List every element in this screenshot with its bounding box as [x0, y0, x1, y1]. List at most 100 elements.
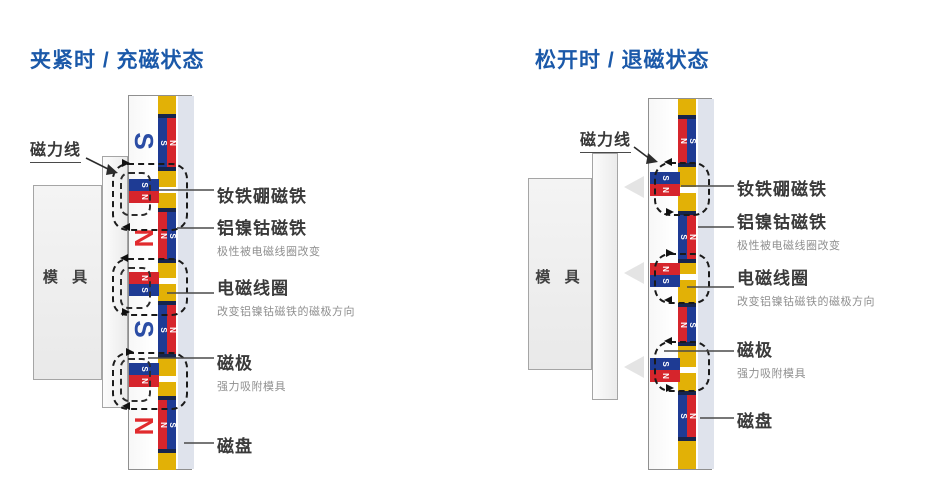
ndfeb-block: S N	[129, 179, 159, 203]
pole-letter: N	[678, 321, 688, 328]
alnico-pair: N S	[158, 208, 177, 263]
callout-title: 钕铁硼磁铁	[217, 187, 307, 206]
field-loop	[112, 163, 188, 231]
callout: 钕铁硼磁铁	[217, 182, 307, 207]
mold-block	[528, 178, 592, 370]
mold-contact-plate	[592, 153, 618, 400]
alnico-pair: N S	[158, 396, 177, 453]
callout-subtitle: 极性被电磁线圈改变	[217, 246, 321, 258]
callout-subtitle: 极性被电磁线圈改变	[737, 240, 841, 252]
ndfeb-half: S	[650, 275, 680, 287]
ndfeb-half: S	[129, 179, 159, 191]
callout: 铝镍钴磁铁 极性被电磁线圈改变	[737, 208, 841, 253]
callout: 磁极 强力吸附模具	[737, 336, 806, 381]
alnico-pair: N S	[678, 303, 697, 346]
alnico-pair: S N	[158, 114, 177, 171]
alnico-bar: N	[158, 396, 168, 453]
ndfeb-half: S	[650, 358, 680, 370]
ndfeb-half: N	[129, 375, 159, 387]
pole-letter: N	[687, 234, 697, 240]
ndfeb-half: N	[129, 191, 159, 203]
coil-segment	[678, 99, 696, 115]
mold-block	[33, 185, 102, 380]
alnico-bar: S	[167, 208, 177, 263]
field-loop-inner	[120, 267, 151, 309]
pole-letter: S	[687, 138, 697, 144]
ndfeb-half: N	[129, 272, 159, 284]
pole-letter: S	[687, 321, 697, 328]
ndfeb-half: N	[650, 184, 680, 196]
field-loop-inner	[120, 172, 151, 216]
chuck-column: S N N S S N N S S N S N S N	[128, 95, 194, 470]
field-loop	[654, 341, 710, 392]
diagram-title: 松开时 / 退磁状态	[535, 49, 710, 72]
ndfeb-block: N S	[129, 272, 159, 296]
callout-title: 磁盘	[217, 437, 253, 456]
mold-label: 模 具	[535, 269, 585, 286]
alnico-bar: N	[687, 211, 697, 263]
alnico-bar: N	[687, 391, 697, 441]
field-loop	[654, 253, 710, 304]
coil-gap	[158, 376, 176, 382]
callout-subtitle: 改变铝镍钴磁铁的磁极方向	[217, 306, 355, 318]
alnico-pair: N S	[678, 115, 697, 167]
ndfeb-block: S N	[129, 363, 159, 387]
callout-title: 铝镍钴磁铁	[737, 213, 827, 232]
alnico-bar: N	[678, 115, 688, 167]
callout: 铝镍钴磁铁 极性被电磁线圈改变	[217, 214, 321, 259]
callout-title: 磁极	[737, 341, 773, 360]
callout-subtitle: 强力吸附模具	[217, 381, 286, 393]
mold-label: 模 具	[42, 269, 93, 286]
alnico-bar: S	[687, 303, 697, 346]
alnico-pair: S N	[158, 301, 177, 358]
pole-letter: N	[678, 138, 688, 144]
field-loop-inner	[120, 358, 151, 402]
alnico-bar: S	[158, 301, 168, 358]
callout: 磁盘	[217, 432, 253, 457]
field-loop	[112, 352, 188, 410]
callout: 钕铁硼磁铁	[737, 175, 827, 200]
callout-title: 电磁线圈	[217, 279, 289, 298]
pole-letter: N	[687, 413, 697, 419]
coil-gap	[678, 367, 696, 373]
field-lines-label: 磁力线	[580, 126, 632, 153]
field-loop	[654, 162, 710, 216]
callout: 磁盘	[737, 407, 773, 432]
coil-gap	[158, 278, 176, 284]
coil-segment	[158, 263, 176, 301]
callout-title: 磁盘	[737, 412, 773, 431]
callout-title: 磁极	[217, 354, 253, 373]
callout-title: 钕铁硼磁铁	[737, 180, 827, 199]
callout: 电磁线圈 改变铝镍钴磁铁的磁极方向	[737, 264, 875, 309]
pole-letter: S	[678, 234, 688, 240]
alnico-bar: S	[687, 115, 697, 167]
field-lines-label: 磁力线	[30, 136, 82, 163]
alnico-pair: S N	[678, 391, 697, 441]
alnico-bar: S	[678, 391, 688, 441]
ndfeb-half: S	[129, 284, 159, 296]
alnico-pair: S N	[678, 211, 697, 263]
alnico-bar: S	[158, 114, 168, 171]
callout-title: 电磁线圈	[737, 269, 809, 288]
alnico-bar: N	[678, 303, 688, 346]
coil-segment	[678, 346, 696, 391]
field-loop	[112, 258, 188, 316]
alnico-bar: N	[167, 301, 177, 358]
coil-gap	[678, 187, 696, 193]
coil-segment	[158, 96, 176, 114]
callout-subtitle: 改变铝镍钴磁铁的磁极方向	[737, 296, 875, 308]
coil-gap	[678, 274, 696, 280]
alnico-bar: N	[167, 114, 177, 171]
coil-segment	[158, 358, 176, 396]
callout: 电磁线圈 改变铝镍钴磁铁的磁极方向	[217, 274, 355, 319]
chuck-outer-strip	[176, 96, 194, 469]
coil-segment	[678, 441, 696, 469]
ndfeb-half: S	[129, 363, 159, 375]
alnico-bar: N	[158, 208, 168, 263]
coil-segment	[678, 167, 696, 211]
diagram-title: 夹紧时 / 充磁状态	[30, 49, 205, 72]
callout-subtitle: 强力吸附模具	[737, 368, 806, 380]
